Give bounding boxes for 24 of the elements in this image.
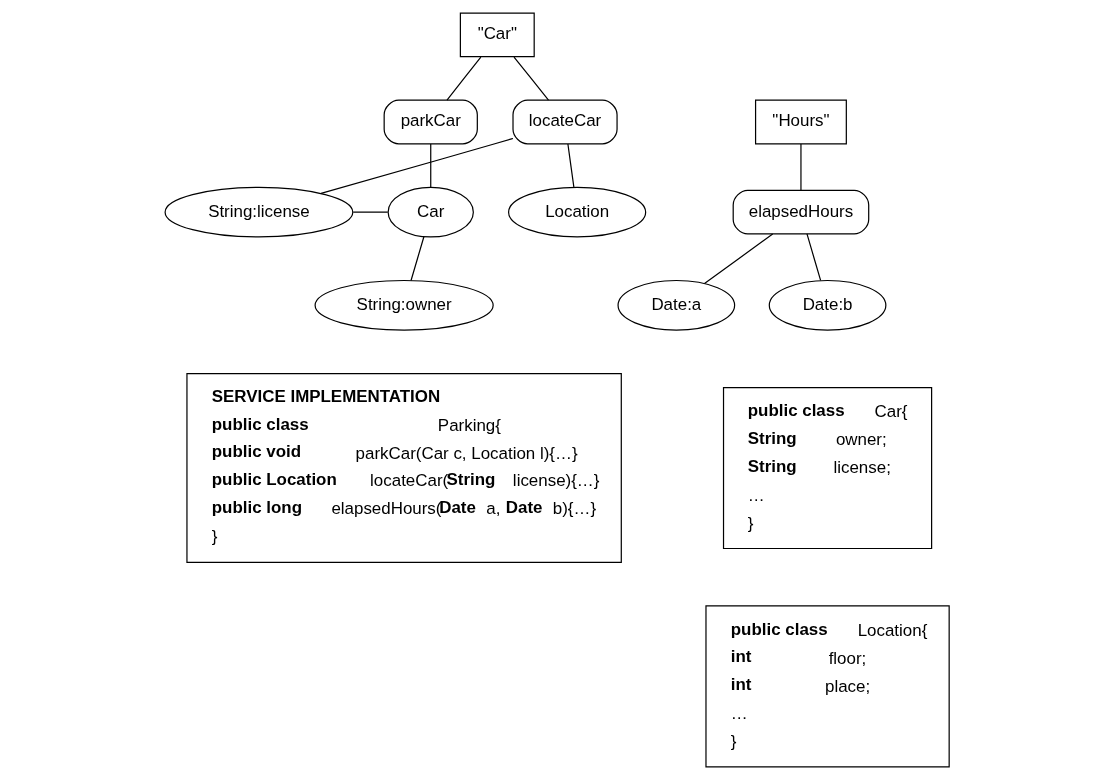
connector [352, 211, 388, 213]
connector [703, 233, 773, 285]
node-ellipse: Car [387, 186, 474, 238]
connector [805, 233, 821, 281]
connector [445, 56, 481, 101]
node-ellipse: Date:b [768, 279, 886, 331]
connector [429, 143, 431, 188]
node-box: "Hours" [754, 99, 847, 145]
connector [512, 56, 549, 101]
connector [799, 143, 802, 191]
connector [409, 236, 424, 282]
node-box: SERVICE IMPLEMENTATION public class Parking{ public void parkCar(Car c, Location l){…} public Location locateCar(String license){…} public long elapsedHours(Date a, Date b){…} } [185, 373, 622, 564]
node-box: locateCar [511, 99, 618, 145]
node-ellipse: Location [507, 186, 646, 238]
node-box: "Car" [459, 12, 535, 58]
connector [566, 143, 574, 188]
node-ellipse: String:license [164, 186, 353, 238]
node-box: public class Car{ String owner; String license; … } [722, 387, 932, 550]
connector [319, 137, 514, 194]
node-box: parkCar [383, 99, 478, 145]
node-ellipse: Date:a [616, 279, 735, 331]
node-ellipse: String:owner [314, 279, 494, 331]
node-box: public class Location{ int floor; int place; … } [704, 605, 950, 768]
node-box: elapsedHours [732, 189, 869, 235]
